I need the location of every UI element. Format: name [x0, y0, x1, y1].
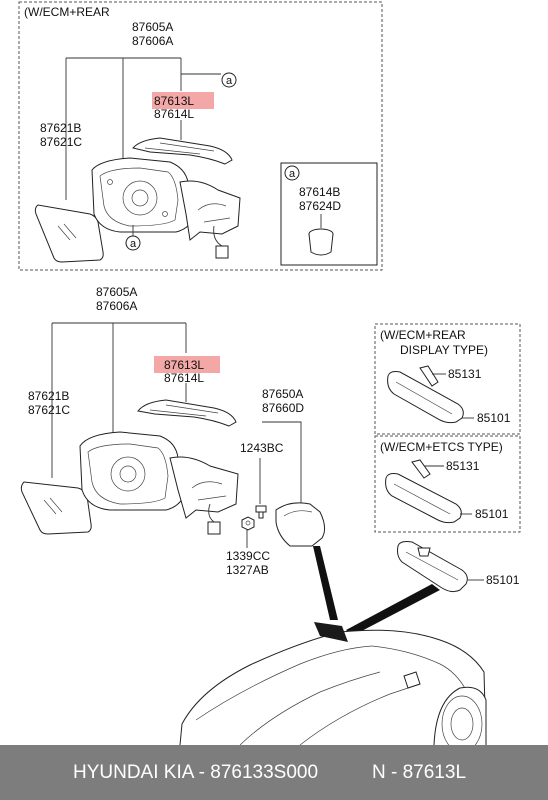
cover-strip-top	[132, 137, 233, 165]
label-housing-a-lower: 87605A	[96, 285, 137, 299]
vehicle-hood-line	[239, 671, 381, 745]
label-glass-a: 87621B	[40, 121, 81, 135]
connector-top	[215, 245, 229, 259]
top-assembly-group: (W/ECM+REAR 87605A 87606A a 87613L 87614…	[18, 1, 383, 271]
vehicle-wheel-hub	[450, 707, 474, 741]
base-detail-top	[197, 203, 231, 223]
mirror-bracket	[275, 502, 326, 547]
label-inner-mirror: 85101	[486, 573, 520, 587]
etcs-mirror	[385, 473, 462, 524]
label-bolt: 1243BC	[240, 441, 284, 455]
inset-rear-part-a: 85131	[448, 367, 482, 381]
label-glass-b: 87621C	[40, 135, 82, 149]
actuator-ring	[122, 180, 158, 216]
bracket-detail	[283, 510, 313, 517]
label-cover-b: 87614L	[154, 107, 194, 121]
label-housing-a: 87605A	[132, 20, 173, 34]
inset-etcs-part-b: 85101	[475, 507, 509, 521]
bracket-leader	[262, 421, 302, 504]
label-nut-a: 1339CC	[226, 549, 270, 563]
cover-strip-detail-lower	[149, 404, 219, 417]
mirror-glass-top	[34, 204, 104, 263]
inset-rear-title-1: (W/ECM+REAR	[380, 328, 466, 342]
housing-inner-rim-lower	[87, 443, 169, 505]
top-box-title: (W/ECM+REAR	[24, 5, 110, 19]
vehicle-rear-window	[371, 645, 467, 691]
label-bracket-b: 87660D	[262, 401, 304, 415]
vehicle-wheel	[441, 695, 483, 745]
highlight-part-lower	[154, 356, 220, 373]
glass-glare-lower	[43, 497, 63, 515]
footer-brand-partno: HYUNDAI KIA - 876133S000	[73, 762, 319, 783]
pointer-arrow-inner-mirror	[346, 584, 440, 636]
actuator-center	[131, 189, 149, 207]
vehicle-windshield-line	[195, 645, 373, 721]
label-glass-b-lower: 87621C	[28, 403, 70, 417]
footer-bar: HYUNDAI KIA - 876133S000 N - 87613L	[0, 745, 548, 800]
inner-mirror-edge	[405, 551, 459, 581]
footer-ref-number: N - 87613L	[372, 762, 467, 783]
etcs-clip	[411, 459, 431, 479]
inner-mirror-mount	[417, 547, 431, 557]
inset-rear-display: (W/ECM+REAR DISPLAY TYPE) 85131 85101	[374, 323, 521, 435]
top-leader-lines	[65, 57, 182, 200]
label-housing-b-lower: 87606A	[96, 299, 137, 313]
nut-part	[241, 516, 255, 531]
label-bracket-a: 87650A	[262, 387, 303, 401]
inset-rear-frame	[374, 323, 521, 435]
inset-etcs-part-a: 85131	[446, 459, 480, 473]
mirror-glass-lower	[20, 481, 92, 535]
housing-inner-rim	[99, 167, 179, 227]
label-housing-b: 87606A	[132, 34, 173, 48]
housing-callout-tag: a	[130, 238, 137, 250]
top-callout-circle	[221, 72, 237, 88]
mirror-base-top	[179, 180, 241, 241]
rear-display-clip	[419, 365, 439, 387]
vehicle-door-line	[299, 683, 421, 745]
glass-glare-top	[57, 223, 77, 241]
vehicle-wheel-arch	[433, 686, 487, 745]
label-nut-b: 1327AB	[226, 563, 269, 577]
rear-display-edge	[395, 381, 453, 415]
pointer-arrow-bracket	[313, 546, 338, 620]
actuator-center-lower	[119, 465, 137, 483]
inset-a-label-b: 87624D	[299, 199, 341, 213]
etcs-mirror-edge	[393, 483, 451, 515]
inset-rear-title-2: DISPLAY TYPE)	[400, 343, 488, 357]
inset-rear-part-b: 85101	[477, 411, 511, 425]
inset-a-label-a: 87614B	[299, 185, 340, 199]
inset-a-circle	[284, 165, 300, 181]
highlight-part-top	[152, 92, 214, 109]
mirror-housing-lower	[79, 431, 187, 511]
parts-diagram: (W/ECM+REAR 87605A 87606A a 87613L 87614…	[18, 1, 521, 745]
vehicle-inner-mirror-location	[314, 622, 348, 642]
vehicle-outline	[179, 622, 487, 745]
connector-lower	[207, 521, 221, 535]
label-cover-a-lower: 87613L	[164, 358, 204, 372]
side-lamp-body	[308, 233, 334, 256]
inset-etcs-frame	[374, 435, 521, 533]
nut-hole	[245, 520, 251, 526]
bolt-part	[255, 505, 267, 519]
label-cover-b-lower: 87614L	[164, 371, 204, 385]
inset-etcs: (W/ECM+ETCS TYPE) 85131 85101	[374, 435, 521, 533]
mirror-housing-top	[91, 157, 197, 233]
base-detail-lower	[191, 481, 227, 501]
inset-a-tag: a	[289, 168, 296, 180]
lower-leader-lines	[51, 322, 187, 478]
screw-hole-2	[162, 211, 168, 217]
actuator-ring-lower	[110, 456, 146, 492]
top-box-frame	[18, 1, 383, 271]
vehicle-side-mirror	[403, 671, 421, 689]
inset-etcs-title: (W/ECM+ETCS TYPE)	[380, 440, 503, 454]
screw-hole-1	[107, 179, 113, 185]
cover-strip-detail	[144, 142, 215, 155]
cover-strip-lower	[137, 399, 237, 427]
top-callout-tag: a	[226, 75, 233, 87]
bottom-assembly-group: 87605A 87606A 87613L 87614L 87621B 87621…	[20, 285, 521, 745]
housing-callout-circle	[125, 235, 141, 251]
mirror-base-lower	[169, 456, 239, 519]
label-cover-a: 87613L	[154, 94, 194, 108]
label-glass-a-lower: 87621B	[28, 389, 69, 403]
